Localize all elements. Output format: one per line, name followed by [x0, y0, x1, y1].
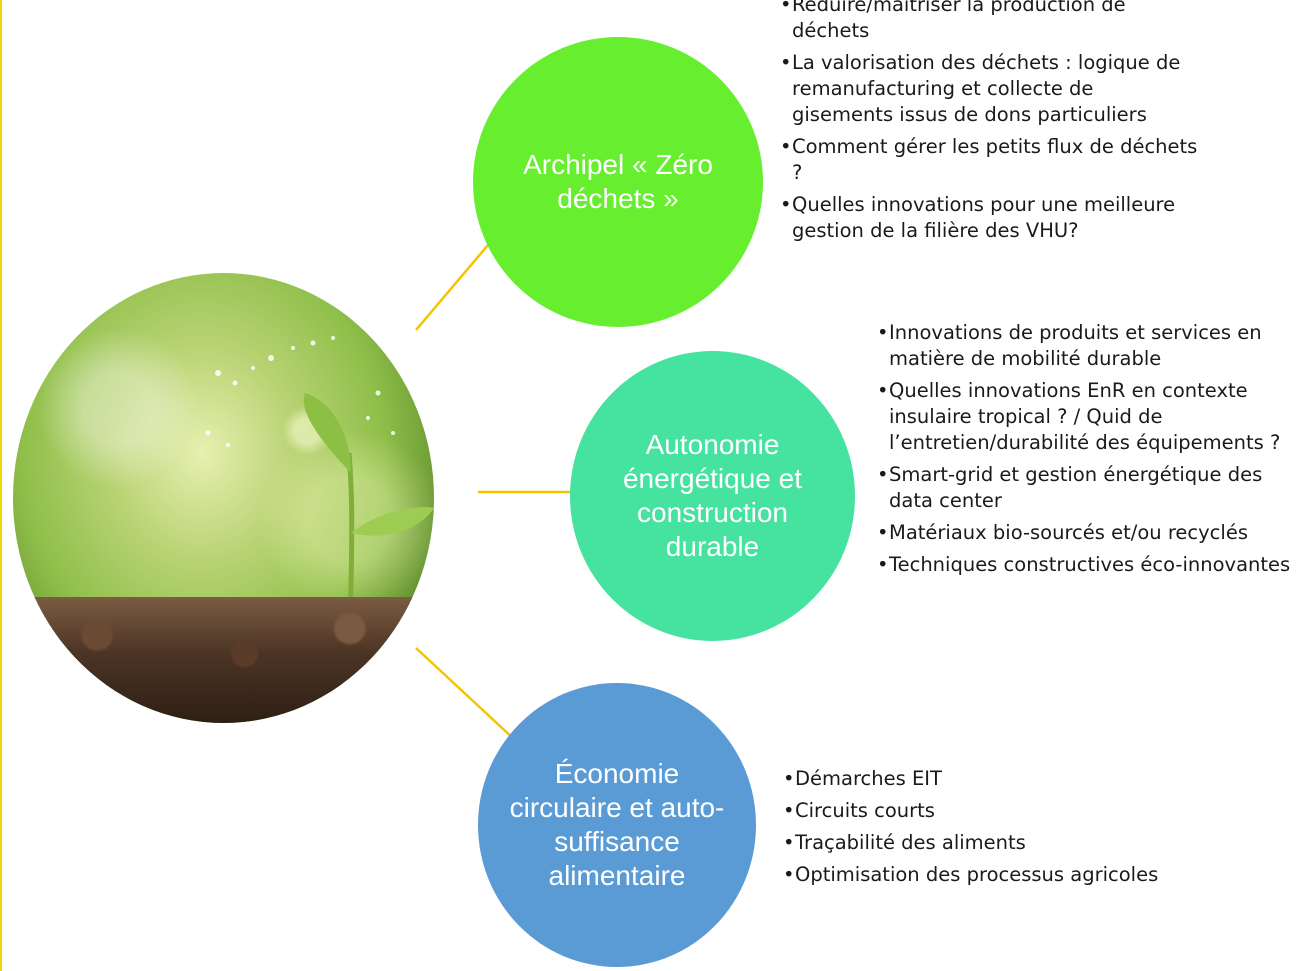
list-item: Traçabilité des aliments: [783, 830, 1263, 856]
list-item: Smart-grid et gestion énergétique des da…: [877, 462, 1296, 514]
list-item: Optimisation des processus agricoles: [783, 862, 1263, 888]
topic-autonomie-energetique-title: Autonomie énergétique et construction du…: [622, 429, 803, 562]
topic-zero-dechets-title: Archipel « Zéro déchets »: [523, 149, 713, 214]
plant-seedling-photo: [13, 273, 434, 723]
topic-zero-dechets: Archipel « Zéro déchets »: [473, 37, 763, 327]
list-item: Démarches EIT: [783, 766, 1263, 792]
list-item: Comment gérer les petits flux de déchets…: [780, 134, 1200, 186]
list-item: Matériaux bio-sourcés et/ou recyclés: [877, 520, 1296, 546]
list-item: Circuits courts: [783, 798, 1263, 824]
topic-economie-circulaire: Économie circulaire et auto-suffisance a…: [478, 683, 756, 967]
list-item: Innovations de produits et services en m…: [877, 320, 1296, 372]
list-item: La valorisation des déchets : logique de…: [780, 50, 1200, 128]
list-item: Quelles innovations pour une meilleure g…: [780, 192, 1200, 244]
topic-economie-circulaire-title: Économie circulaire et auto-suffisance a…: [509, 758, 725, 891]
topic-autonomie-energetique: Autonomie énergétique et construction du…: [570, 351, 855, 641]
zero-dechets-bullet-list: Réduire/maîtriser la production de déche…: [780, 0, 1200, 250]
list-item: Techniques constructives éco-innovantes: [877, 552, 1296, 578]
left-edge-line: [0, 0, 2, 971]
economie-bullet-list: Démarches EIT Circuits courts Traçabilit…: [783, 766, 1263, 894]
autonomie-bullet-list: Innovations de produits et services en m…: [877, 320, 1296, 584]
list-item: Quelles innovations EnR en contexte insu…: [877, 378, 1296, 456]
list-item: Réduire/maîtriser la production de déche…: [780, 0, 1200, 44]
